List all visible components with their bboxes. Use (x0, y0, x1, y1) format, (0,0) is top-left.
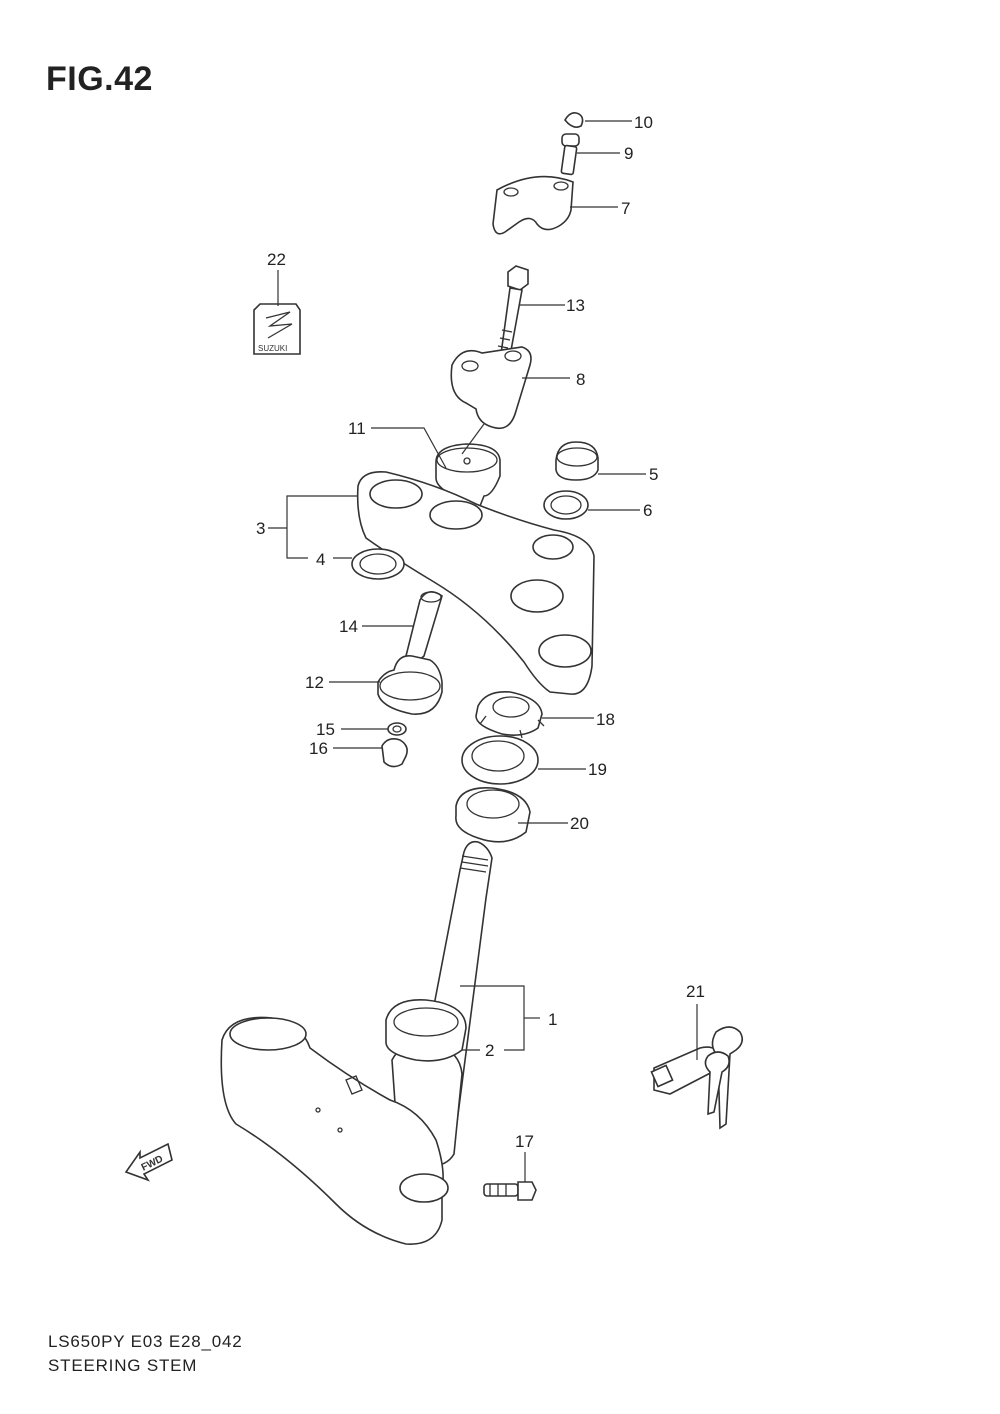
callout-10: 10 (634, 113, 653, 132)
part-5-cap (555, 441, 599, 481)
part-8-handlebar-holder-lower (450, 346, 532, 430)
callout-15: 15 (316, 720, 335, 739)
callout-18: 18 (596, 710, 615, 729)
part-12-cushion (377, 654, 443, 715)
part-22-suzuki-emblem: SUZUKI (253, 303, 301, 355)
leader-lines (268, 120, 698, 1182)
callout-2: 2 (485, 1041, 494, 1060)
part-4-o-ring (351, 548, 405, 580)
callout-22: 22 (267, 250, 286, 269)
part-21-ignition-switch-keys (650, 1026, 744, 1130)
part-2-lower-bearing (385, 999, 467, 1062)
part-18-steering-nut (475, 690, 545, 739)
callout-3: 3 (256, 519, 265, 538)
callout-20: 20 (570, 814, 589, 833)
section-name: STEERING STEM (48, 1356, 198, 1375)
callout-1: 1 (548, 1010, 557, 1029)
part-16-nut (381, 738, 408, 768)
callout-5: 5 (649, 465, 658, 484)
callout-19: 19 (588, 760, 607, 779)
part-20-bearing (455, 787, 531, 843)
part-15-washer (387, 722, 407, 736)
callout-6: 6 (643, 501, 652, 520)
part-10-cap (564, 112, 584, 128)
callout-13: 13 (566, 296, 585, 315)
callout-17: 17 (515, 1132, 534, 1151)
part-3-upper-bracket (356, 470, 595, 695)
part-17-bolt (483, 1181, 537, 1201)
callout-labels: 1 2 3 4 5 6 7 8 9 10 11 12 13 14 15 16 1… (256, 113, 705, 1151)
callout-8: 8 (576, 370, 585, 389)
callout-7: 7 (621, 199, 630, 218)
callout-11: 11 (348, 419, 366, 438)
callout-12: 12 (305, 673, 324, 692)
emblem-text: SUZUKI (258, 344, 287, 353)
fwd-direction-arrow: FWD (124, 1142, 173, 1182)
part-1-lower-bracket (220, 1016, 449, 1245)
callout-4: 4 (316, 550, 325, 569)
callout-9: 9 (624, 144, 633, 163)
figure-title: FIG.42 (46, 60, 153, 98)
callout-14: 14 (339, 617, 358, 636)
model-code: LS650PY E03 E28_042 (48, 1332, 243, 1351)
callout-21: 21 (686, 982, 705, 1001)
part-19-dust-seal (461, 735, 539, 785)
part-7-handlebar-holder-upper (492, 175, 574, 235)
part-6-washer (543, 490, 589, 520)
part-9-bolt (560, 133, 580, 176)
callout-16: 16 (309, 739, 328, 758)
